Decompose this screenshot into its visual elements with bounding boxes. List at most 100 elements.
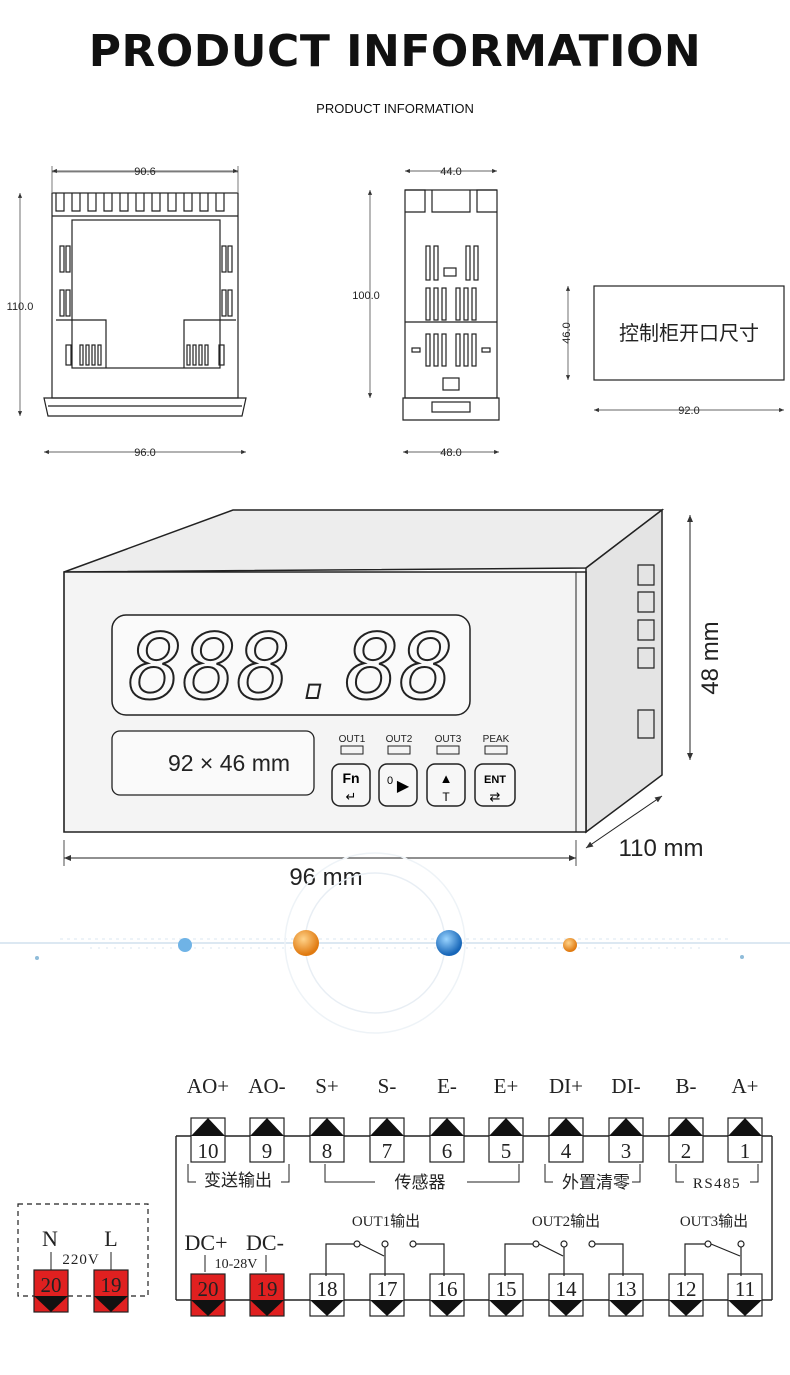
dc-minus-label: DC- — [246, 1230, 284, 1255]
terminal-number: 6 — [442, 1139, 453, 1163]
ac-power-block: N L 220V — [17, 1203, 149, 1297]
svg-text:T: T — [442, 790, 450, 804]
svg-text:⇄: ⇄ — [490, 789, 501, 804]
terminal-number: 19 — [101, 1273, 122, 1297]
indicator-peak: PEAK — [483, 734, 510, 755]
svg-text:▲: ▲ — [440, 771, 453, 786]
terminal-arrow-down-icon — [191, 1300, 225, 1316]
terminal-number: 13 — [616, 1277, 637, 1301]
terminal-signal-label: E- — [437, 1074, 457, 1098]
indicator-out1: OUT1 — [339, 734, 366, 755]
dc-plus-label: DC+ — [185, 1230, 228, 1255]
dim-front-width-bottom: 96.0 — [134, 447, 155, 459]
terminal-number: 3 — [621, 1139, 632, 1163]
terminal-number: 1 — [740, 1139, 751, 1163]
group-label-sensor: 传感器 — [395, 1173, 446, 1193]
terminal-arrow-down-icon — [728, 1300, 762, 1316]
top-terminal-9: AO- 9 — [248, 1074, 285, 1163]
terminal-number: 11 — [735, 1277, 755, 1301]
device-illustration: 888.88 92 × 46 mm OUT1 OUT2 OUT3 PEAK Fn… — [63, 508, 724, 891]
terminal-number: 8 — [322, 1139, 333, 1163]
ent-key[interactable]: ENT ⇄ — [474, 763, 516, 807]
svg-text:OUT3: OUT3 — [435, 734, 462, 745]
fn-key[interactable]: Fn ↵ — [331, 763, 371, 807]
bottom-terminal-14: 14 — [548, 1273, 584, 1317]
ac-terminal-20: 20 — [33, 1269, 69, 1313]
device-height-label: 48 mm — [697, 621, 724, 694]
terminal-arrow-up-icon — [489, 1118, 523, 1136]
terminal-signal-label: E+ — [494, 1074, 519, 1098]
terminal-number: 10 — [198, 1139, 219, 1163]
ac-terminal-19: 19 — [93, 1269, 129, 1313]
bottom-terminal-13: 13 — [608, 1273, 644, 1317]
bottom-terminal-20: 20 — [190, 1273, 226, 1317]
svg-text:PEAK: PEAK — [483, 734, 510, 745]
terminal-arrow-down-icon — [34, 1296, 68, 1312]
terminal-arrow-down-icon — [250, 1300, 284, 1316]
out2-label: OUT2输出 — [532, 1213, 600, 1230]
terminal-signal-label: S- — [378, 1074, 397, 1098]
top-terminal-7: S- 7 — [369, 1074, 405, 1163]
terminal-arrow-up-icon — [549, 1118, 583, 1136]
out3-label: OUT3输出 — [680, 1213, 748, 1230]
terminal-number: 15 — [496, 1277, 517, 1301]
terminal-number: 9 — [262, 1139, 273, 1163]
terminal-number: 16 — [437, 1277, 458, 1301]
terminal-signal-label: A+ — [731, 1074, 758, 1098]
group-brackets — [187, 1164, 759, 1183]
terminal-arrow-up-icon — [250, 1118, 284, 1136]
page-subtitle: PRODUCT INFORMATION — [316, 101, 474, 116]
svg-text:OUT2: OUT2 — [386, 734, 413, 745]
terminal-arrow-down-icon — [94, 1296, 128, 1312]
terminal-number: 12 — [676, 1277, 697, 1301]
svg-text:Fn: Fn — [342, 770, 359, 786]
terminal-number: 20 — [198, 1277, 219, 1301]
terminal-arrow-up-icon — [728, 1118, 762, 1136]
bottom-terminal-16: 16 — [429, 1273, 465, 1317]
terminal-signal-label: AO- — [248, 1074, 285, 1098]
group-label-rs485: RS485 — [693, 1176, 741, 1192]
terminal-number: 14 — [556, 1277, 578, 1301]
dc-range-label: 10-28V — [215, 1257, 258, 1272]
dim-side-width-bottom: 48.0 — [440, 447, 461, 459]
terminal-arrow-up-icon — [430, 1118, 464, 1136]
out1-label: OUT1输出 — [352, 1213, 420, 1230]
top-terminal-4: DI+ 4 — [548, 1074, 584, 1163]
dim-front-width-top: 90.6 — [134, 166, 155, 178]
terminal-arrow-down-icon — [609, 1300, 643, 1316]
top-terminal-row: AO+ 10 AO- 9 S+8 S- 7 E- 6 E+ 5 DI+ 4 DI-3 B-2 A+ 1 — [187, 1074, 763, 1163]
dim-side-width-top: 44.0 — [440, 166, 461, 178]
up-tare-key[interactable]: ▲ T — [426, 763, 466, 807]
top-terminal-8: S+8 — [309, 1074, 345, 1163]
bottom-terminal-17: 17 — [369, 1273, 405, 1317]
terminal-arrow-down-icon — [370, 1300, 404, 1316]
seven-segment-display: 888.88 — [128, 615, 453, 720]
terminal-number: 5 — [501, 1139, 512, 1163]
bottom-terminal-11: 11 — [727, 1273, 763, 1317]
ac-n-label: N — [42, 1226, 58, 1251]
shift-key[interactable]: 0 ▶ — [378, 763, 418, 807]
bottom-terminal-12: 12 — [668, 1273, 704, 1317]
terminal-arrow-up-icon — [310, 1118, 344, 1136]
terminal-number: 7 — [382, 1139, 393, 1163]
page-title: PRODUCT INFORMATION — [88, 26, 702, 77]
terminal-signal-label: DI+ — [549, 1074, 583, 1098]
terminal-arrow-up-icon — [609, 1118, 643, 1136]
bottom-terminal-18: 18 — [309, 1273, 345, 1317]
top-terminal-2: B-2 — [668, 1074, 704, 1163]
terminal-arrow-down-icon — [669, 1300, 703, 1316]
dim-side-height: 100.0 — [352, 290, 380, 302]
terminal-number: 18 — [317, 1277, 338, 1301]
group-label-transmit: 变送输出 — [204, 1171, 272, 1191]
svg-text:OUT1: OUT1 — [339, 734, 366, 745]
terminal-signal-label: AO+ — [187, 1074, 229, 1098]
terminal-number: 4 — [561, 1139, 572, 1163]
device-depth-label: 110 mm — [619, 835, 704, 862]
ac-voltage-label: 220V — [62, 1252, 99, 1268]
terminal-arrow-down-icon — [549, 1300, 583, 1316]
top-terminal-3: DI-3 — [608, 1074, 644, 1163]
terminal-arrow-down-icon — [430, 1300, 464, 1316]
terminal-signal-label: B- — [676, 1074, 697, 1098]
